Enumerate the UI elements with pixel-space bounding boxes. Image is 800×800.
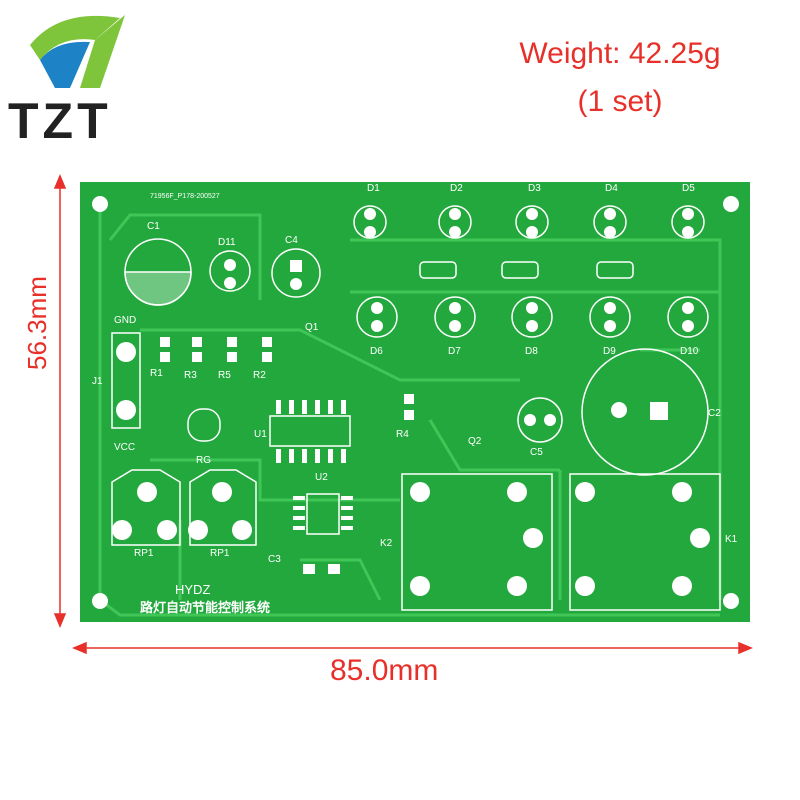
dimension-arrows (53, 174, 753, 655)
ic-pins (276, 400, 353, 530)
label-d5: D5 (682, 183, 695, 194)
pcb-serial: 71956F_P178-200527 (150, 193, 220, 200)
silkscreen (111, 205, 721, 611)
weight-line-1: Weight: 42.25g (519, 37, 721, 70)
weight-label: Weight: 42.25g (1 set) (470, 30, 770, 126)
label-d1: D1 (367, 183, 380, 194)
label-q2: Q2 (468, 436, 482, 447)
label-rp1-a: RP1 (134, 548, 154, 559)
label-rp1-b: RP1 (210, 548, 230, 559)
label-d6: D6 (370, 346, 383, 357)
tzt-logo (30, 15, 125, 88)
label-j1: J1 (92, 376, 103, 387)
pcb-board (80, 182, 750, 622)
width-dimension-label: 85.0mm (330, 654, 439, 687)
mounting-holes (92, 196, 739, 609)
pcb-labels: 71956F_P178-200527 D1 D2 D3 D4 D5 D6 D7 … (92, 183, 738, 615)
pcb-traces (98, 198, 722, 617)
label-d7: D7 (448, 346, 461, 357)
label-r4: R4 (396, 429, 409, 440)
pcb-brand-label: HYDZ (175, 582, 210, 597)
label-d11: D11 (218, 237, 236, 248)
label-r2: R2 (253, 370, 266, 381)
label-c1: C1 (147, 221, 160, 232)
label-k2: K2 (380, 538, 393, 549)
label-u1: U1 (254, 429, 267, 440)
label-d3: D3 (528, 183, 541, 194)
label-q1: Q1 (305, 322, 319, 333)
label-d2: D2 (450, 183, 463, 194)
label-d9: D9 (603, 346, 616, 357)
label-k1: K1 (725, 534, 738, 545)
label-r5: R5 (218, 370, 231, 381)
label-r1: R1 (150, 368, 163, 379)
label-rg: RG (196, 455, 211, 466)
pcb-pads (112, 208, 710, 596)
label-c2: C2 (708, 408, 721, 419)
label-c4: C4 (285, 235, 298, 246)
label-r3: R3 (184, 370, 197, 381)
logo-text: TZT (8, 93, 112, 149)
label-c5: C5 (530, 447, 543, 458)
label-vcc: VCC (114, 442, 135, 453)
label-gnd: GND (114, 315, 136, 326)
weight-line-2: (1 set) (577, 85, 663, 118)
label-u2: U2 (315, 472, 328, 483)
label-d4: D4 (605, 183, 618, 194)
label-c3: C3 (268, 554, 281, 565)
label-d8: D8 (525, 346, 538, 357)
pcb-title-cn: 路灯自动节能控制系统 (140, 600, 270, 615)
label-d10: D10 (680, 346, 699, 357)
